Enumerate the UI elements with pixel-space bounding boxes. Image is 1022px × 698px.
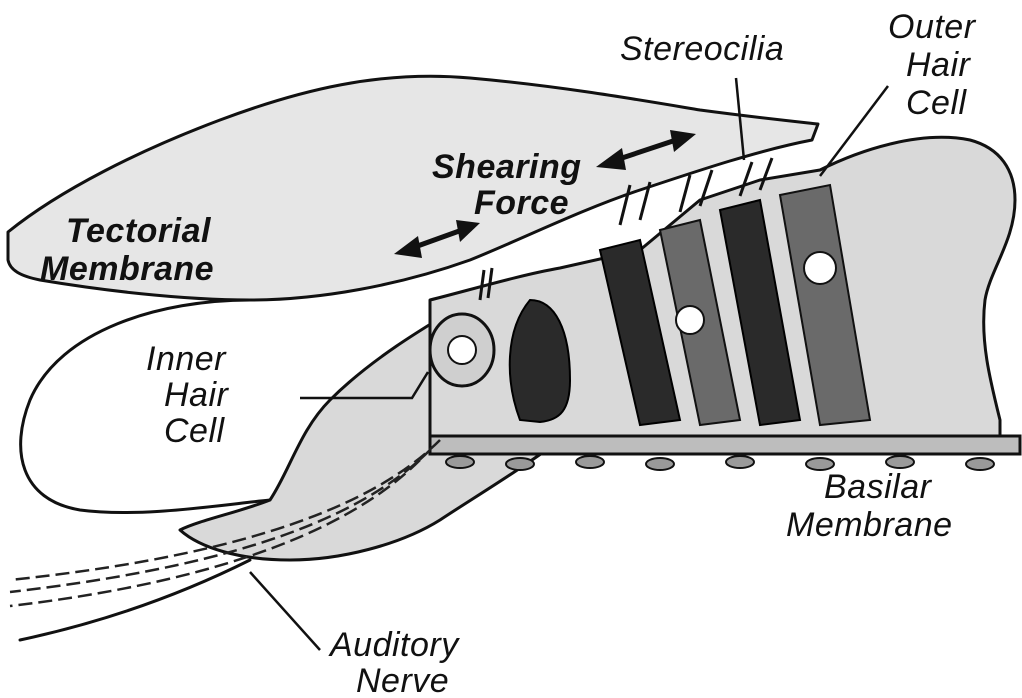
- label-tectorial-membrane-line-2: Membrane: [40, 250, 214, 288]
- label-basilar-membrane-line-1: Basilar: [824, 468, 933, 506]
- label-tectorial-membrane-line-1: Tectorial: [66, 212, 212, 250]
- outer-hair-cell-nucleus: [804, 252, 836, 284]
- label-inner-hair-cell-line-2: Hair: [164, 376, 230, 414]
- label-outer-hair-cell-line-2: Hair: [906, 46, 972, 84]
- auditory-nerve-leader: [250, 572, 320, 650]
- label-inner-hair-cell-line-1: Inner: [146, 340, 227, 378]
- label-shearing-force-line-2: Force: [474, 184, 569, 222]
- label-outer-hair-cell-line-3: Cell: [906, 84, 968, 122]
- label-auditory-nerve-line-1: Auditory: [328, 626, 460, 664]
- limbus-outline: [21, 300, 270, 513]
- inner-hair-cell-nucleus: [448, 336, 476, 364]
- label-basilar-membrane-line-2: Membrane: [786, 506, 953, 544]
- label-auditory-nerve-line-2: Nerve: [356, 662, 449, 698]
- label-inner-hair-cell-line-3: Cell: [164, 412, 226, 450]
- label-outer-hair-cell-line-1: Outer: [888, 8, 977, 46]
- label-shearing-force-line-1: Shearing: [432, 148, 581, 186]
- label-stereocilia: Stereocilia: [620, 30, 784, 68]
- basilar-membrane-strip: [430, 436, 1020, 454]
- outer-hair-cell-nucleus: [676, 306, 704, 334]
